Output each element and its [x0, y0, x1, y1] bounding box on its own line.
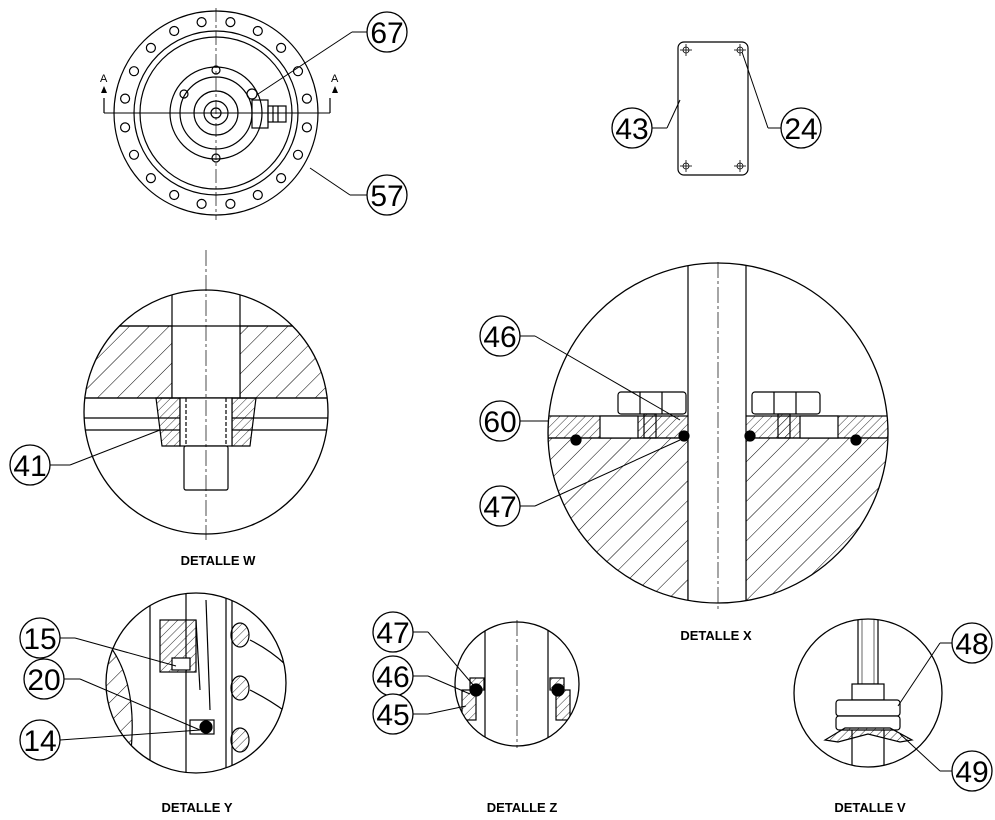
bolt-hole [128, 149, 140, 160]
section-mark-right: A [331, 73, 339, 85]
flange-top-view [103, 8, 331, 220]
svg-text:14: 14 [23, 725, 56, 758]
balloon-47-z: 47 [372, 611, 414, 653]
detail-v: DETALLE V [793, 618, 943, 815]
bolt-hole [276, 42, 287, 54]
bolt-hole [169, 189, 180, 201]
svg-text:60: 60 [483, 406, 516, 439]
bolt-hole [292, 66, 304, 77]
bolt-hole [128, 66, 140, 77]
svg-text:43: 43 [615, 113, 648, 146]
bolt-hole [252, 189, 263, 201]
bolt-hole [225, 17, 236, 28]
bolt-hole [196, 198, 207, 209]
balloon-20: 20 [23, 658, 65, 700]
bolt-hole [301, 122, 312, 133]
svg-text:46: 46 [376, 661, 409, 694]
bolt-hole [225, 198, 236, 209]
svg-text:45: 45 [376, 699, 409, 732]
balloon-14: 14 [19, 719, 61, 761]
svg-text:47: 47 [376, 617, 409, 650]
section-mark-left: A [100, 73, 108, 85]
bolt-hole [145, 42, 156, 54]
svg-text:67: 67 [370, 17, 403, 50]
bolt-hole [169, 25, 180, 37]
caption-detail-y: DETALLE Y [161, 800, 232, 815]
bolt-hole [145, 173, 156, 184]
balloon-57: 57 [366, 174, 408, 216]
detail-w: DETALLE W [83, 250, 329, 568]
caption-detail-v: DETALLE V [834, 800, 906, 815]
svg-text:57: 57 [370, 180, 403, 213]
plate-view [677, 41, 749, 176]
balloons: 67 57 43 24 41 46 60 47 15 20 14 47 46 4… [9, 11, 993, 792]
detail-x: DETALLE X [547, 262, 889, 643]
svg-text:20: 20 [27, 664, 60, 697]
balloon-24: 24 [780, 107, 822, 149]
balloon-45: 45 [372, 693, 414, 735]
balloon-43: 43 [611, 107, 653, 149]
svg-text:24: 24 [784, 113, 817, 146]
bolt-hole [276, 173, 287, 184]
svg-text:47: 47 [483, 491, 516, 524]
svg-text:41: 41 [13, 450, 46, 483]
balloon-41: 41 [9, 444, 51, 486]
bolt-hole [119, 122, 131, 133]
svg-text:46: 46 [483, 321, 516, 354]
balloon-46-x: 46 [479, 315, 521, 357]
balloon-49: 49 [951, 750, 993, 792]
leader-lines [50, 31, 953, 772]
bolt-hole [292, 149, 304, 160]
detail-y: DETALLE Y [105, 592, 287, 815]
caption-detail-x: DETALLE X [680, 628, 752, 643]
bolt-hole [252, 25, 263, 37]
svg-text:15: 15 [23, 623, 56, 656]
detail-z: DETALLE Z [454, 620, 580, 815]
balloon-48: 48 [951, 622, 993, 664]
balloon-67: 67 [366, 11, 408, 53]
caption-detail-w: DETALLE W [181, 553, 257, 568]
balloon-60: 60 [479, 400, 521, 442]
svg-text:48: 48 [955, 628, 988, 661]
bolt-hole [196, 17, 207, 28]
balloon-15: 15 [19, 617, 61, 659]
bolt-hole [301, 93, 312, 104]
section-arrows: A A [100, 73, 339, 93]
balloon-47-x: 47 [479, 485, 521, 527]
svg-text:49: 49 [955, 756, 988, 789]
balloon-46-z: 46 [372, 655, 414, 697]
caption-detail-z: DETALLE Z [487, 800, 558, 815]
bolt-hole [119, 93, 131, 104]
